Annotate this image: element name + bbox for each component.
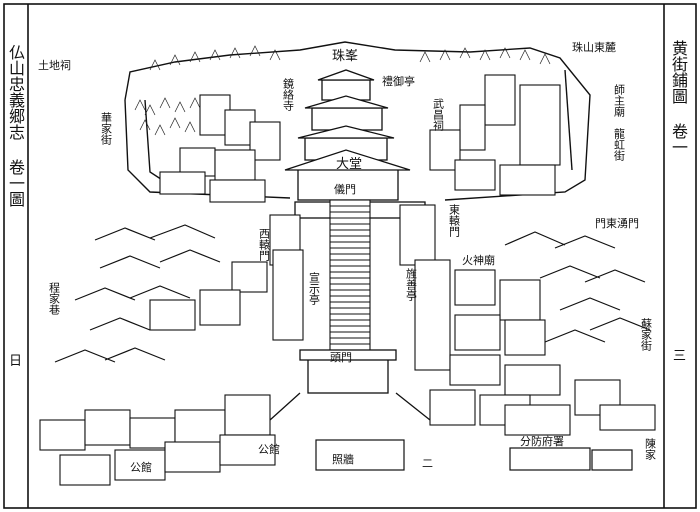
label-lige-pavilion: 禮御亭 <box>382 75 415 88</box>
label-longhong-street: 龍虹街 <box>612 128 626 161</box>
lower-gate <box>269 349 431 421</box>
left-buildings <box>149 94 304 341</box>
bottom-buildings <box>315 439 633 471</box>
label-gate-north: 門東湧門 <box>595 217 639 230</box>
label-zhushan-east-foot: 珠山東麓 <box>572 41 616 54</box>
label-public-hall-mid: 公館 <box>258 443 280 456</box>
label-zhuoyi-shrine: 旌善亭 <box>404 268 418 301</box>
lower-left-houses <box>39 394 276 486</box>
label-tudi-temple: 土地祠 <box>38 59 71 72</box>
label-west-gate: 西轅門 <box>257 228 271 261</box>
left-margin-title: 仏山忠義郷志 卷一圖 <box>6 44 25 207</box>
label-guild-office: 分防府署 <box>520 435 564 448</box>
label-wuchang-shrine: 武昌祠 <box>431 98 445 131</box>
left-margin-page: 日 <box>9 354 23 369</box>
roof-chevrons-left <box>54 224 221 363</box>
central-yamen <box>284 69 426 219</box>
label-public-hall-left: 公館 <box>130 461 152 474</box>
trees <box>134 45 551 136</box>
label-shijue-temple: 師主廟 <box>612 84 626 117</box>
label-jingluo-temple: 鏡絡寺 <box>281 78 295 111</box>
right-margin-page: 三 <box>673 349 687 364</box>
label-fire-shrine: 火神廟 <box>462 254 495 267</box>
label-bottom-right-mark: 二 <box>422 457 433 470</box>
label-cheng-alley: 程家巷 <box>47 282 61 315</box>
label-main-hall: 大堂 <box>336 157 363 172</box>
label-yi-gate: 儀門 <box>334 183 356 196</box>
right-margin-title: 黄街鋪圖 卷一 <box>669 40 688 155</box>
label-zhaobi: 照牆 <box>332 453 354 466</box>
label-east-gate: 東轅門 <box>447 204 461 237</box>
label-xuanshi-pavilion: 宣示亭 <box>307 272 321 305</box>
right-buildings <box>399 74 656 436</box>
label-su-family-street: 蘇家街 <box>639 318 653 351</box>
label-shenmo-gate: 頭門 <box>330 351 352 364</box>
central-stairs <box>329 199 371 361</box>
label-peak: 珠峯 <box>332 49 359 64</box>
label-chen-family: 陳家 <box>643 438 657 460</box>
label-hua-family-street: 華家街 <box>99 112 113 145</box>
roof-chevrons-right <box>504 231 651 343</box>
